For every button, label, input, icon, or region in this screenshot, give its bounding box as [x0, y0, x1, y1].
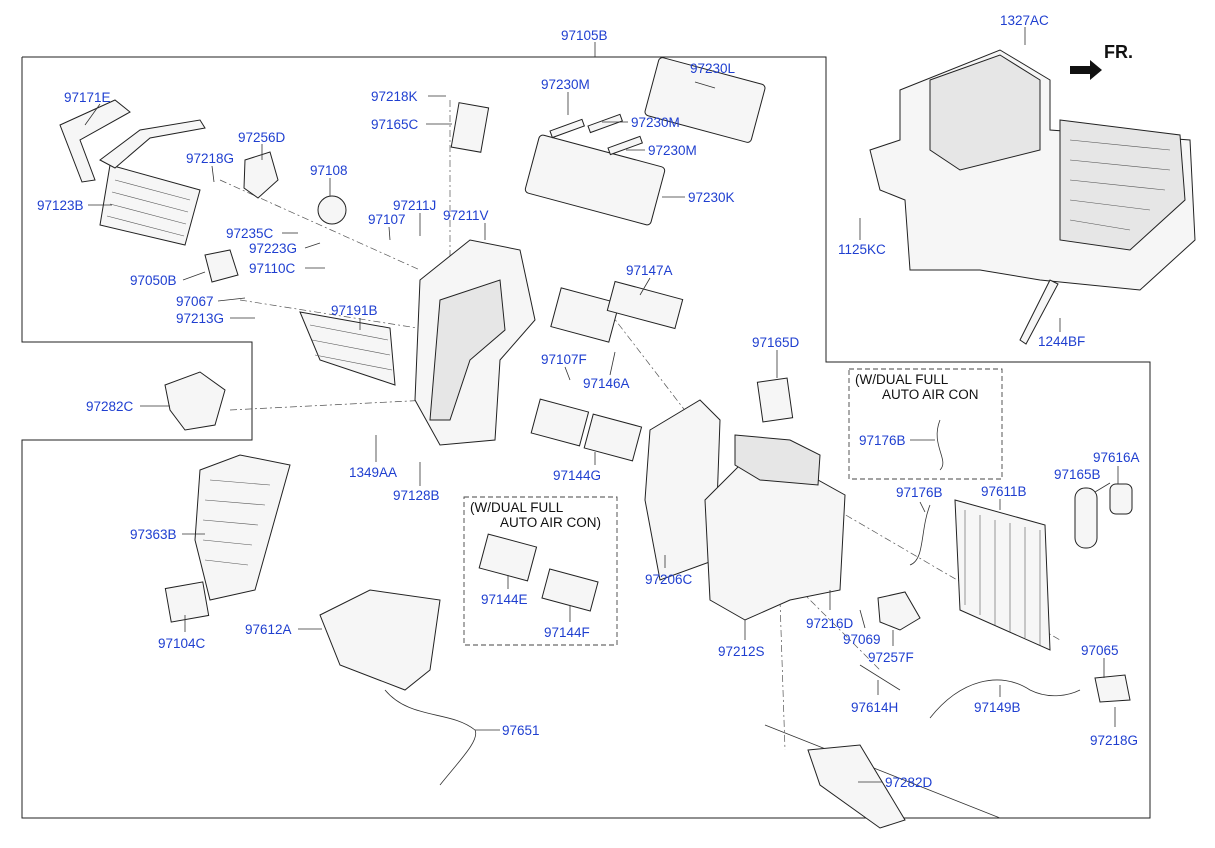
part-label: 97176B: [859, 433, 906, 448]
part-label: 97211J: [393, 198, 436, 213]
part-label: 97146A: [583, 376, 630, 391]
option-box-note: AUTO AIR CON): [500, 515, 601, 530]
part-label: 97230K: [688, 190, 735, 205]
evaporator-drawing: [954, 499, 1051, 651]
part-label: 97128B: [393, 488, 440, 503]
filter-drawing: [299, 311, 396, 386]
part-label: 97216D: [806, 616, 854, 631]
part-label: 97206C: [645, 572, 693, 587]
part-label: 97612A: [245, 622, 292, 637]
part-label: 97616A: [1093, 450, 1140, 465]
part-label: 97230M: [648, 143, 697, 158]
seal-drawing: [164, 581, 210, 623]
filter-set-drawing: [478, 280, 684, 612]
part-label-group: 97105B 1327AC 97171E 97256D 97218G 97108…: [37, 13, 1140, 790]
drain-pan-drawing: [319, 589, 477, 786]
part-label: 97614H: [851, 700, 898, 715]
part-label: 97256D: [238, 130, 286, 145]
part-label: 97282C: [86, 399, 134, 414]
part-label: 97147A: [626, 263, 673, 278]
part-label: 97105B: [561, 28, 608, 43]
part-label: 97230L: [690, 61, 736, 76]
part-label: 97651: [502, 723, 540, 738]
part-label: 97165D: [752, 335, 800, 350]
part-label: 97108: [310, 163, 348, 178]
front-direction-label: FR.: [1104, 42, 1133, 62]
part-label: 1125KC: [838, 242, 886, 257]
part-label: 97218G: [186, 151, 234, 166]
part-label: 97104C: [158, 636, 206, 651]
part-label: 97213G: [176, 311, 224, 326]
part-label: 97107F: [541, 352, 587, 367]
part-label: 97165C: [371, 117, 419, 132]
option-box-dual-auto-ac: [848, 368, 1003, 480]
duct-drawing: [194, 454, 291, 601]
part-label: 97218K: [371, 89, 418, 104]
option-box-note: AUTO AIR CON: [882, 387, 979, 402]
small-parts-drawing: [164, 102, 1133, 829]
hvac-assembly-drawing: [869, 49, 1196, 345]
part-label: 97282D: [885, 775, 933, 790]
part-label: 97223G: [249, 241, 297, 256]
heater-core-drawing: [59, 99, 206, 246]
diagram-frame: [21, 56, 1151, 819]
part-label: 97067: [176, 294, 214, 309]
part-label: 1349AA: [349, 465, 397, 480]
part-label: 97144F: [544, 625, 590, 640]
part-label: 1244BF: [1038, 334, 1085, 349]
hose-drawing: [929, 679, 1081, 719]
part-label: 97235C: [226, 226, 274, 241]
right-case-drawing: [704, 434, 846, 621]
part-label: 97144E: [481, 592, 528, 607]
part-label: 97069: [843, 632, 881, 647]
part-label: 97257F: [868, 650, 914, 665]
part-label: 97176B: [896, 485, 943, 500]
part-label: 97065: [1081, 643, 1119, 658]
part-label: 97363B: [130, 527, 177, 542]
part-label: 97107: [368, 212, 406, 227]
option-box-note: (W/DUAL FULL: [855, 372, 949, 387]
part-label: 97149B: [974, 700, 1021, 715]
part-label: 97230M: [541, 77, 590, 92]
part-label: 97191B: [331, 303, 378, 318]
part-label: 97230M: [631, 115, 680, 130]
left-case-drawing: [414, 239, 536, 446]
front-direction-arrow-icon: [1070, 60, 1102, 80]
part-label: 97123B: [37, 198, 84, 213]
part-label: 97212S: [718, 644, 765, 659]
part-label: 97218G: [1090, 733, 1138, 748]
part-label: 97144G: [553, 468, 601, 483]
part-label: 97171E: [64, 90, 111, 105]
part-label: 97611B: [981, 484, 1027, 499]
option-box-note: (W/DUAL FULL: [470, 500, 564, 515]
gasket-set-drawing: [524, 57, 766, 226]
option-box-dual-auto-ac: [463, 496, 618, 646]
part-label: 97211V: [443, 208, 489, 223]
leader-line: [764, 724, 1001, 819]
label-leader-lines: [84, 27, 1119, 783]
part-label: 97165B: [1054, 467, 1101, 482]
part-label: 1327AC: [1000, 13, 1049, 28]
part-label: 97110C: [249, 261, 296, 276]
part-label: 97050B: [130, 273, 177, 288]
